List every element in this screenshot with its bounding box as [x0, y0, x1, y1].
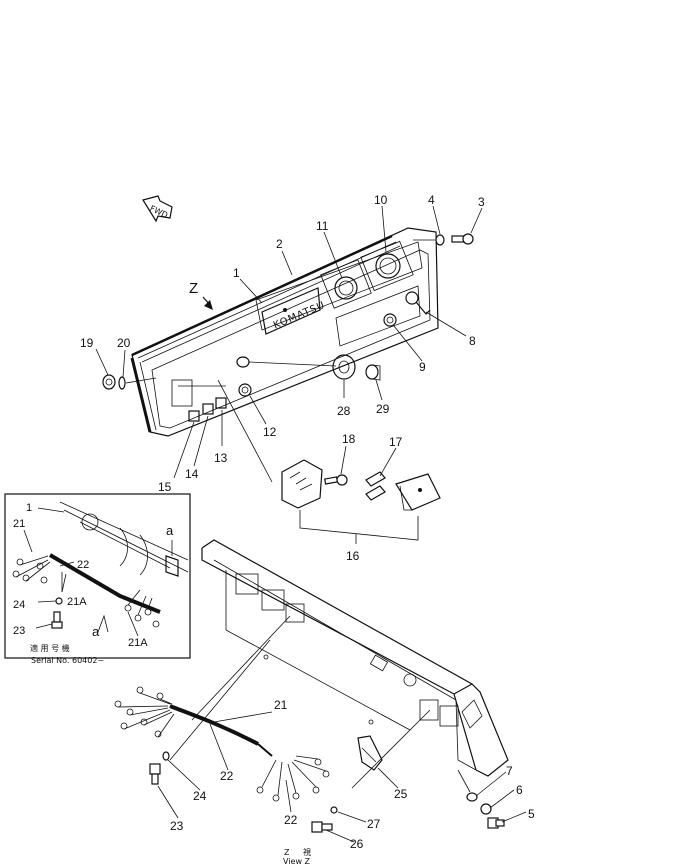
callout-28: 28 — [337, 404, 351, 418]
view-arrow-icon — [202, 296, 213, 310]
switch-back-icon — [419, 699, 483, 729]
key-switch-icon — [405, 291, 431, 315]
callout-1: 1 — [233, 266, 240, 280]
harness-cable — [169, 704, 259, 746]
gauge-back-icon — [235, 573, 305, 623]
inset-callout-1: 1 — [26, 502, 32, 514]
switch-12-icon — [238, 383, 252, 397]
callout-2: 2 — [276, 237, 283, 251]
bracket-25-icon — [357, 735, 383, 771]
callout-11: 11 — [316, 219, 329, 233]
callout-25: 25 — [394, 787, 408, 801]
callout-23: 23 — [170, 819, 184, 833]
callout-9: 9 — [419, 360, 426, 374]
fwd-arrow-icon: FWD — [142, 195, 173, 223]
bolt-5-icon — [487, 817, 505, 829]
callout-8: 8 — [469, 334, 476, 348]
washer-27-icon — [330, 806, 338, 814]
callout-21: 21 — [274, 698, 288, 712]
inset-callout-a-2: a — [92, 624, 100, 639]
bolt-23-icon — [149, 763, 161, 785]
callout-15: 15 — [158, 480, 172, 494]
callout-10: 10 — [374, 193, 388, 207]
bolt-23-icon — [51, 611, 63, 629]
connector-cluster-icon — [114, 686, 175, 738]
nut-19-icon — [102, 374, 116, 390]
callout-27: 27 — [367, 817, 381, 831]
callout-3: 3 — [478, 195, 485, 209]
callout-13: 13 — [214, 451, 228, 465]
connector-cluster-icon — [12, 555, 51, 584]
callout-29: 29 — [376, 402, 390, 416]
cover-16-icon — [395, 473, 441, 511]
clamp-24-icon — [55, 597, 63, 605]
panel-hole — [236, 356, 250, 368]
clip-17-icon — [365, 471, 386, 501]
leader-lines — [23, 205, 527, 843]
callout-16: 16 — [346, 549, 360, 563]
gauge-11-icon — [320, 259, 372, 309]
relay-icon — [281, 459, 323, 509]
callout-26: 26 — [350, 837, 364, 851]
callout-20: 20 — [117, 336, 131, 350]
inset-detail: 適 用 号 機 Serial No. 60402~ — [4, 493, 191, 665]
callout-6: 6 — [516, 783, 523, 797]
inset-callout-a-1: a — [166, 523, 174, 538]
switch-14-icon — [202, 403, 214, 415]
switch-13-icon — [215, 397, 227, 409]
washer-7-icon — [466, 792, 478, 802]
washer-6-icon — [480, 803, 492, 815]
washer-4-icon — [435, 234, 445, 246]
callout-19: 19 — [80, 336, 94, 350]
washer-20-icon — [118, 376, 126, 390]
callout-22a: 22 — [220, 769, 234, 783]
serial-kanji: 適 用 号 機 — [30, 643, 70, 653]
callout-7: 7 — [506, 764, 513, 778]
inset-callout-24: 24 — [13, 599, 25, 611]
callout-17: 17 — [389, 435, 403, 449]
screw-18-icon — [324, 474, 348, 486]
plug-29-icon — [365, 364, 381, 381]
view-caption-text: View Z — [283, 857, 311, 866]
inset-callout-21a-1: 21A — [67, 596, 87, 608]
knob-9-icon — [383, 313, 397, 327]
panel-cutout — [171, 379, 193, 407]
gauge-10-icon — [360, 240, 414, 292]
view-caption-letter: Z — [284, 848, 290, 857]
inset-callout-22: 22 — [77, 559, 89, 571]
callout-14: 14 — [185, 467, 199, 481]
view-caption-kanji: 視 — [303, 848, 311, 857]
callout-labels: 1 2 3 4 5 6 7 8 9 10 11 12 13 14 15 16 1… — [13, 193, 535, 851]
clamp-24-icon — [162, 751, 170, 761]
callout-18: 18 — [342, 432, 356, 446]
panel-back — [201, 539, 509, 777]
inset-callout-21a-2: 21A — [128, 637, 148, 649]
brand-plate — [261, 287, 321, 335]
view-letter: Z — [189, 280, 198, 297]
connector-cluster-icon — [256, 755, 330, 802]
connector-cluster-icon — [124, 589, 160, 628]
callout-4: 4 — [428, 193, 435, 207]
view-z-assembly: Z 視 View Z — [114, 539, 509, 866]
serial-number: Serial No. 60402~ — [31, 656, 104, 665]
harness-cable — [48, 553, 161, 614]
callout-24: 24 — [193, 789, 207, 803]
callout-5: 5 — [528, 807, 535, 821]
inset-callout-23: 23 — [13, 625, 25, 637]
callout-22b: 22 — [284, 813, 298, 827]
inset-callout-21: 21 — [13, 518, 25, 530]
bolt-26-icon — [311, 821, 333, 833]
callout-12: 12 — [263, 425, 277, 439]
ring-28-icon — [332, 354, 356, 380]
bolt-3-icon — [451, 233, 474, 245]
switch-15-icon — [188, 410, 200, 422]
